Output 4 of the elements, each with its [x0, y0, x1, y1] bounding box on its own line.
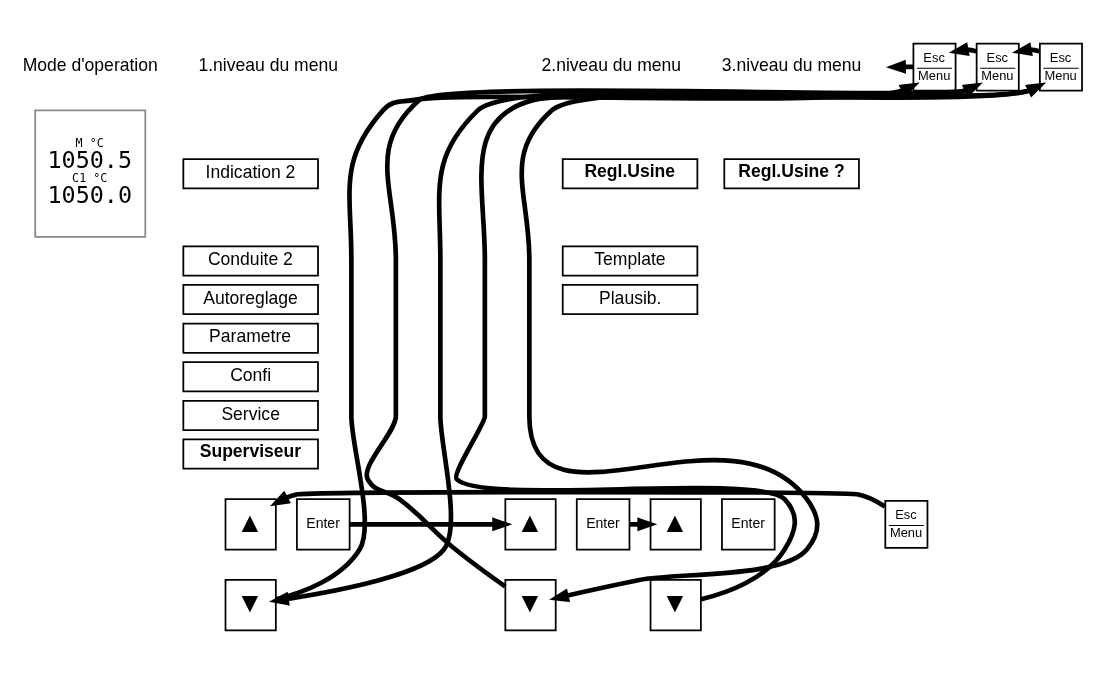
- label: Mode d'operation: [22, 55, 158, 76]
- label: 2.niveau du menu: [541, 55, 682, 76]
- label: 1.niveau du menu: [198, 55, 338, 76]
- label: 3.niveau du menu: [721, 55, 862, 76]
